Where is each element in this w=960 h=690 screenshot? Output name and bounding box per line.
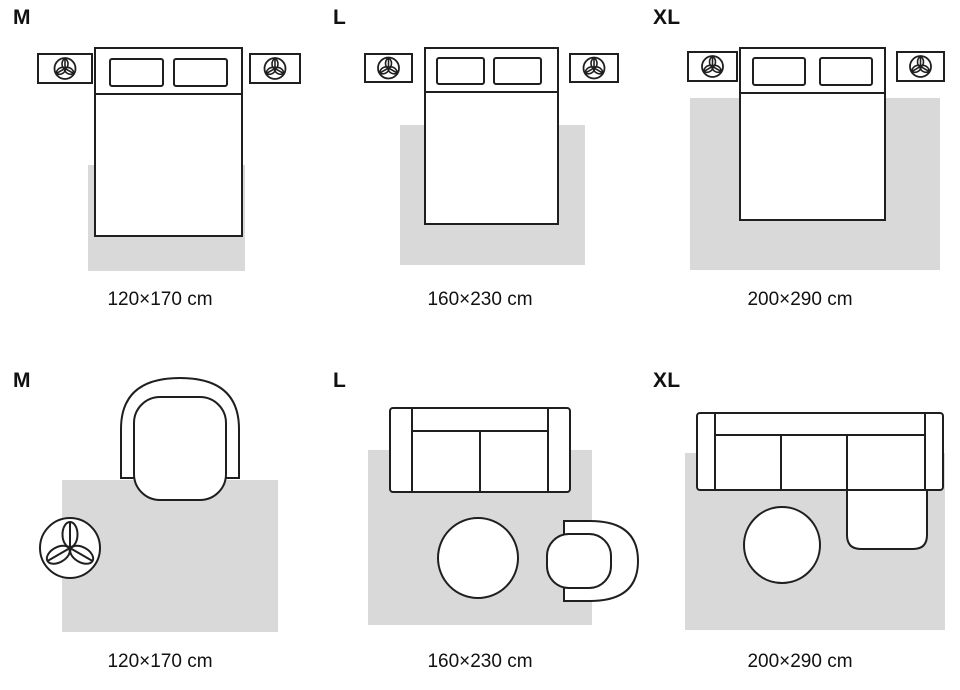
- size-label: L: [333, 6, 347, 29]
- panel-bedroom-xl: XL 200×290 cm: [640, 0, 960, 345]
- size-label: XL: [653, 6, 681, 29]
- pillow-right: [819, 57, 873, 86]
- size-label: L: [333, 369, 347, 392]
- bedroom-scene-xl: [687, 47, 945, 270]
- plant-icon: [582, 56, 606, 80]
- panel-living-l: L 160×230 cm: [320, 345, 640, 690]
- size-label: XL: [653, 369, 681, 392]
- coffee-table: [437, 517, 519, 599]
- rug-dimension: 160×230 cm: [427, 651, 533, 672]
- size-label: M: [13, 369, 31, 392]
- plant-icon: [39, 517, 101, 579]
- rug-dimension: 120×170 cm: [107, 651, 213, 672]
- plant-icon: [701, 55, 724, 78]
- bedroom-scene-m: [37, 47, 301, 271]
- plant-icon: [53, 57, 77, 80]
- plant-icon: [909, 55, 932, 78]
- armchair-seat: [133, 396, 227, 501]
- living-room-scene-m: [39, 376, 278, 632]
- pillow-left: [109, 58, 164, 87]
- rug-dimension: 200×290 cm: [747, 289, 853, 310]
- rug-dimension: 120×170 cm: [107, 289, 213, 310]
- sofa-chaise: [846, 489, 928, 550]
- pillow-right: [173, 58, 228, 87]
- bedroom-scene-l: [364, 47, 619, 265]
- size-label: M: [13, 6, 31, 29]
- coffee-table: [743, 506, 821, 584]
- panel-bedroom-m: M 120×170 cm: [0, 0, 320, 345]
- pillow-left: [752, 57, 806, 86]
- plant-icon: [377, 56, 400, 80]
- rug-dimension: 200×290 cm: [747, 651, 853, 672]
- living-room-scene-l: [368, 407, 640, 625]
- rug-dimension: 160×230 cm: [427, 289, 533, 310]
- pillow-right: [493, 57, 542, 85]
- plant-icon: [263, 57, 287, 80]
- corner-sofa: [696, 412, 944, 491]
- pillow-left: [436, 57, 485, 85]
- panel-bedroom-l: L 160×230 cm: [320, 0, 640, 345]
- panel-living-xl: XL 200×290 cm: [640, 345, 960, 690]
- armchair-seat: [546, 533, 612, 589]
- living-room-scene-xl: [685, 412, 945, 630]
- panel-living-m: M 120×170 cm: [0, 345, 320, 690]
